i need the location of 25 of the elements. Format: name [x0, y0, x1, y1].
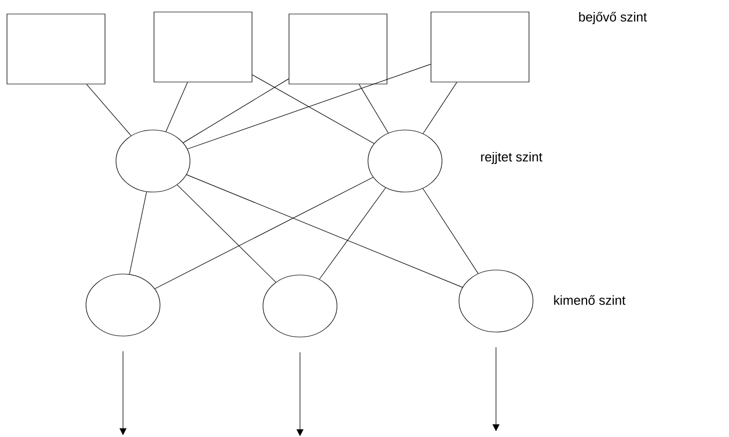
connection-line: [358, 84, 389, 134]
level-label: bejővő szint: [579, 12, 647, 24]
neuron-circle: [86, 274, 160, 336]
input-box: [6, 14, 106, 84]
level-label: rejjtet szint: [481, 152, 542, 164]
connection-line: [182, 78, 289, 143]
input-box: [288, 14, 388, 84]
input-box: [154, 12, 252, 82]
connection-line: [422, 188, 478, 274]
connection-line: [319, 187, 386, 280]
input-box: [430, 12, 530, 82]
neuron-circle: [458, 270, 534, 332]
connection-line: [422, 82, 458, 134]
connection-line: [187, 64, 431, 150]
connection-line: [186, 174, 463, 288]
connection-line: [86, 84, 132, 136]
connection-line: [252, 74, 374, 144]
connection-line: [154, 176, 374, 290]
level-label: kimenő szint: [554, 295, 626, 305]
neuron-circle: [262, 274, 338, 338]
neuron-circle: [368, 130, 442, 192]
neuron-circle: [116, 130, 190, 192]
connection-line: [166, 82, 188, 132]
connection-line: [176, 184, 276, 282]
connection-line: [129, 192, 147, 274]
